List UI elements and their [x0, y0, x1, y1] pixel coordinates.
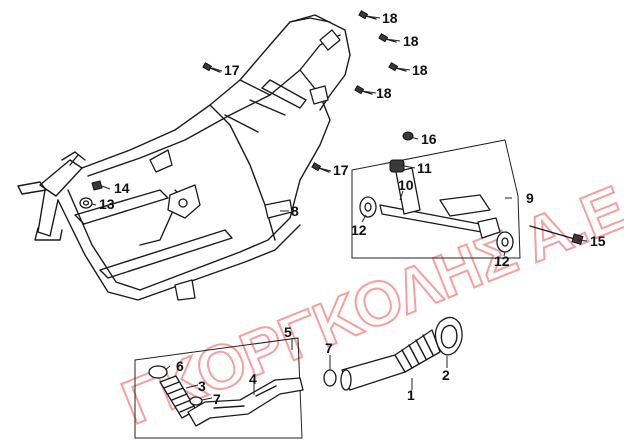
- washer-13-inner: [82, 200, 90, 206]
- duct-tube-4: [187, 377, 304, 427]
- frame-rear-bracket: [264, 199, 293, 219]
- frame-rear-cross-2: [261, 79, 307, 109]
- bolt-18b: [378, 33, 397, 43]
- callout-8: 8: [291, 203, 299, 219]
- hardware-left: [79, 180, 103, 209]
- nut-16: [402, 131, 414, 141]
- callout-14: 14: [114, 180, 130, 196]
- frame-front-bracket: [17, 181, 63, 241]
- frame-lower-right-rail: [67, 189, 291, 291]
- bolt-18a: [358, 10, 377, 20]
- gasket-2: [434, 316, 463, 356]
- clamp-7b: [323, 369, 337, 387]
- frame-top-bracket-2: [319, 29, 341, 51]
- callout-10: 10: [398, 177, 414, 193]
- main-stand-group: [351, 139, 584, 259]
- stand-plate: [439, 194, 491, 217]
- callout-9: 9: [526, 190, 534, 206]
- callout-labels: 1 2 3 4 5 6 7 7 8 9 10 11 12 12 13 14 15…: [99, 10, 606, 407]
- frame-stem: [61, 151, 86, 166]
- frame-lower-bracket: [174, 279, 196, 301]
- frame-rear-loop: [289, 14, 351, 111]
- callout-7a: 7: [213, 391, 221, 407]
- intake-boot-1-ribs: [394, 334, 434, 373]
- main-frame: [17, 14, 351, 301]
- frame-top-bracket: [309, 85, 329, 105]
- clamp-7a: [189, 396, 203, 406]
- callout-18a: 18: [382, 10, 398, 26]
- callout-1: 1: [407, 387, 415, 403]
- frame-head-tube: [37, 159, 83, 237]
- bellows-3-ribs: [163, 381, 195, 413]
- frame-rear-rail-left: [209, 104, 276, 241]
- frame-side-bracket: [149, 149, 173, 173]
- callout-15: 15: [590, 233, 606, 249]
- callout-18b: 18: [403, 33, 419, 49]
- callout-2: 2: [442, 367, 450, 383]
- bolt-18d: [354, 85, 373, 95]
- leader-lines: [91, 15, 588, 401]
- callout-3: 3: [198, 378, 206, 394]
- callout-7b: 7: [325, 340, 333, 356]
- stand-group-box: [351, 139, 521, 259]
- duct-group-box: [134, 337, 303, 439]
- callout-13: 13: [99, 196, 115, 212]
- callout-11: 11: [417, 160, 432, 176]
- nut-14: [91, 180, 103, 191]
- frame-floor-crossmember-2: [99, 229, 233, 279]
- pivot-shaft-head: [571, 233, 584, 245]
- stand-foot-right: [477, 217, 501, 239]
- bolt-17a: [202, 62, 221, 73]
- callout-6: 6: [176, 358, 184, 374]
- air-intake-group: [323, 316, 463, 391]
- duct-tube-4-detail: [213, 385, 277, 409]
- bolt-18c: [388, 62, 407, 72]
- frame-floor-crossmember-1: [74, 189, 169, 225]
- callout-12a: 12: [351, 222, 367, 238]
- callout-5: 5: [284, 324, 292, 340]
- frame-lower-left-rail: [57, 199, 301, 301]
- intake-duct-group: [134, 337, 304, 439]
- gasket-2-inner: [440, 324, 458, 349]
- bolt-17b: [311, 162, 330, 173]
- callout-17a: 17: [224, 62, 240, 78]
- bushing-12a-inner: [364, 202, 372, 212]
- frame-rear-cross-1: [224, 79, 286, 133]
- pivot-shaft-15: [529, 225, 579, 241]
- intake-boot-1-mouth: [340, 369, 352, 391]
- callout-4: 4: [249, 371, 257, 387]
- callout-12b: 12: [494, 253, 510, 269]
- clamp-ring-6: [148, 365, 168, 379]
- stand-collar-11: [389, 159, 405, 173]
- callout-17b: 17: [333, 162, 349, 178]
- stand-upper-arm: [395, 167, 421, 215]
- frame-mount-hole: [178, 198, 188, 208]
- callout-18d: 18: [376, 85, 392, 101]
- callout-18c: 18: [412, 62, 428, 78]
- frame-upper-rail-right: [87, 34, 341, 177]
- bushing-12b-inner: [501, 237, 509, 247]
- callout-16: 16: [421, 131, 437, 147]
